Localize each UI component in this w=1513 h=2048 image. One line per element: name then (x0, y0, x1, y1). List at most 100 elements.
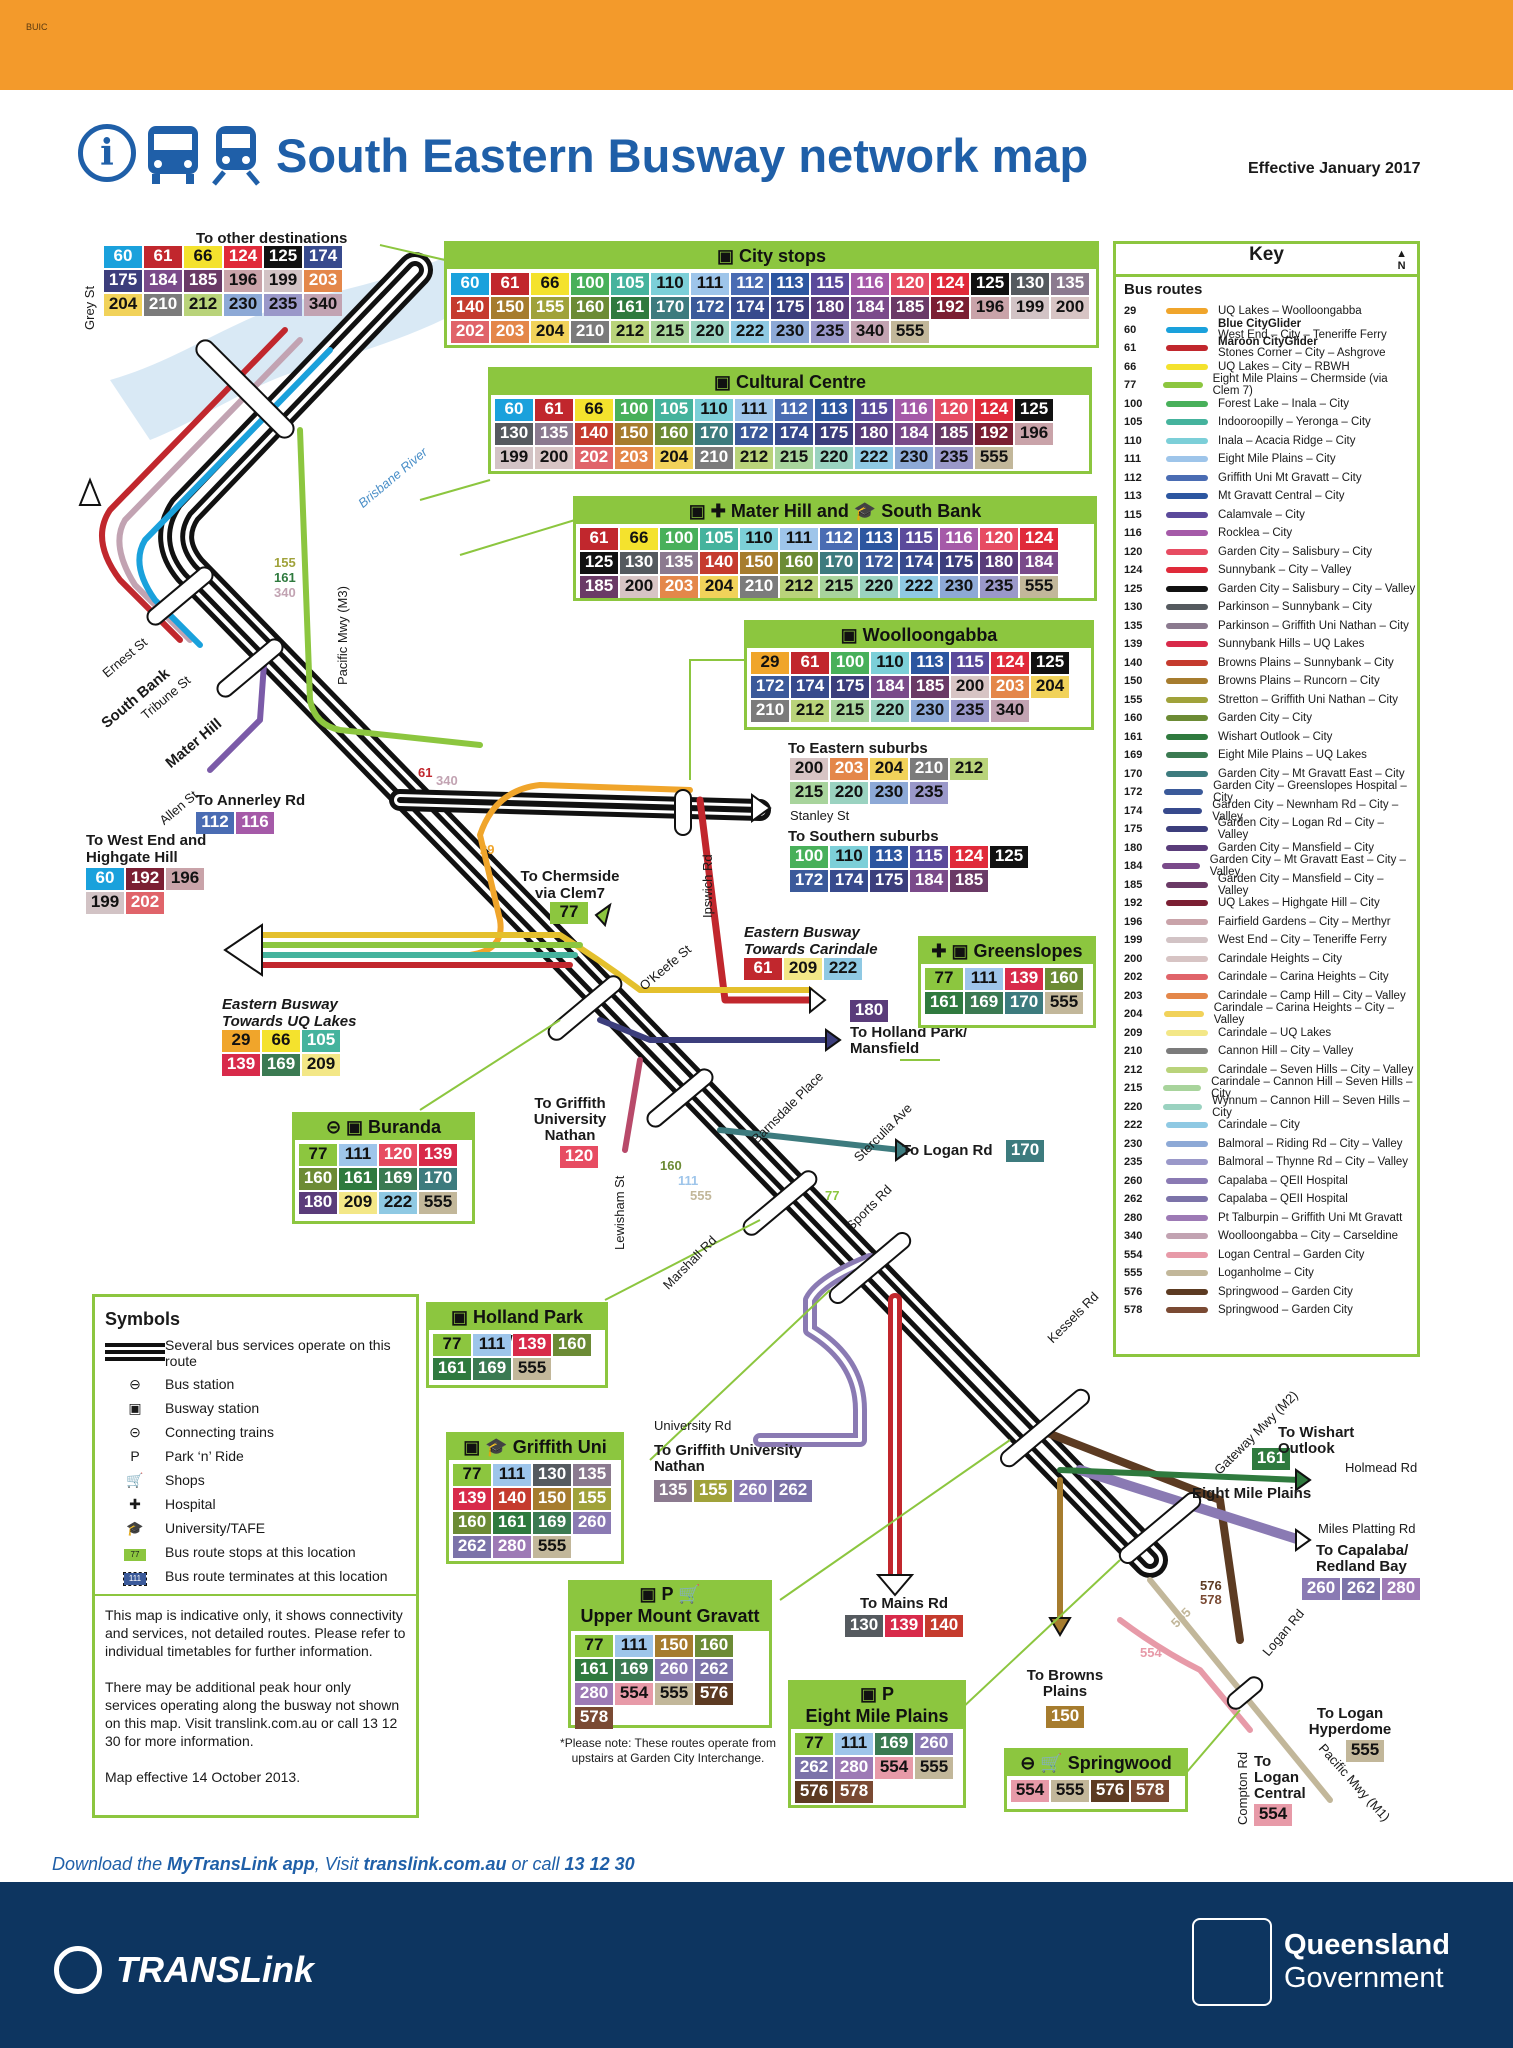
route-tag-200: 200 (535, 447, 573, 469)
route-tag-202: 202 (126, 892, 164, 914)
route-tag-172: 172 (691, 297, 729, 319)
key-route-desc: Carindale – Carina Heights – City – Vall… (1213, 1002, 1395, 1027)
route-tag-160: 160 (553, 1334, 591, 1356)
route-tag-169: 169 (965, 992, 1003, 1014)
route-tag-112: 112 (196, 812, 234, 834)
route-tag-260: 260 (655, 1659, 693, 1681)
route-tag-180: 180 (850, 1000, 888, 1022)
route-tag-161: 161 (1252, 1448, 1290, 1470)
route-tag-160: 160 (655, 423, 693, 445)
route-tag-115: 115 (811, 273, 849, 295)
stop-cultural-name: Cultural Centre (735, 372, 867, 392)
key-route-number: 220 (1124, 1100, 1143, 1113)
route-tag-230: 230 (911, 700, 949, 722)
app-link[interactable]: MyTransLink app (167, 1854, 315, 1874)
key-route-desc: Garden City – Logan Rd – City – Valley (1217, 817, 1384, 842)
key-route-number: 113 (1124, 490, 1142, 503)
key-route-swatch (1166, 548, 1208, 555)
park-n-ride-icon: P (130, 1448, 140, 1464)
key-route-desc: Garden City – Salisbury – City (1218, 545, 1373, 558)
key-route-number: 576 (1124, 1285, 1143, 1298)
route-tag-130: 130 (495, 423, 533, 445)
route-tag-125: 125 (580, 552, 618, 574)
route-tag-235: 235 (264, 294, 302, 316)
route-tag-77: 77 (433, 1334, 471, 1356)
station-bar-cultural (195, 339, 295, 439)
route-tag-125: 125 (1031, 652, 1069, 674)
route-line-pink (116, 337, 303, 643)
key-route-swatch (1166, 1251, 1208, 1258)
symbol-label: Several bus services operate on this rou… (165, 1337, 391, 1369)
key-route-number: 192 (1124, 897, 1143, 910)
route-line-554 (1117, 1617, 1253, 1733)
key-route-number: 150 (1124, 675, 1143, 688)
route-tag-140: 140 (493, 1488, 531, 1510)
stop-buranda-name: Buranda (368, 1117, 442, 1137)
key-route-desc: Pt Talburpin – Griffith Uni Mt Gravatt (1218, 1211, 1403, 1224)
dest-wishart-routes: 161 (1252, 1448, 1302, 1470)
route-tag-215: 215 (820, 576, 858, 598)
route-tag-230: 230 (870, 782, 908, 804)
key-route-swatch (1166, 1233, 1208, 1240)
arrow-west-end (78, 477, 102, 506)
route-line-brown-576 (1036, 1426, 1244, 1644)
stop-city-name: City stops (739, 246, 827, 266)
route-tag-174: 174 (775, 423, 813, 445)
eastern-busway-lines (257, 932, 813, 993)
route-tag-155: 155 (573, 1488, 611, 1510)
route-tag-555: 555 (915, 1757, 953, 1779)
route-tag-113: 113 (911, 652, 949, 674)
route-tag-115: 115 (900, 528, 938, 550)
route-tag-160: 160 (1045, 968, 1083, 990)
key-route-number: 196 (1124, 915, 1143, 928)
route-tag-235: 235 (935, 447, 973, 469)
route-tag-185: 185 (580, 576, 618, 598)
note-indicative: This map is indicative only, it shows co… (105, 1607, 406, 1659)
route-tag-115: 115 (951, 652, 989, 674)
route-tag-202: 202 (575, 447, 613, 469)
route-tag-150: 150 (1046, 1706, 1084, 1728)
route-tag-203: 203 (615, 447, 653, 469)
route-tag-105: 105 (302, 1030, 340, 1052)
route-tag-161: 161 (575, 1659, 613, 1681)
symbol-row: ✚Hospital (95, 1492, 416, 1516)
dest-chermside-label: To Chermside via Clem7 (520, 868, 620, 902)
station-bar-holland-park (742, 1170, 818, 1236)
phone-link[interactable]: 13 12 30 (564, 1854, 635, 1874)
route-tag-175: 175 (815, 423, 853, 445)
dest-logan-central-label: To Logan Central (1254, 1753, 1306, 1802)
shops-icon: 🛒 (126, 1471, 144, 1488)
route-tag-175: 175 (831, 676, 869, 698)
key-route-number: 111 (1124, 453, 1142, 466)
route-tag-555: 555 (513, 1358, 551, 1380)
key-route-number: 280 (1124, 1211, 1143, 1224)
label-stanley-st: Stanley St (790, 808, 850, 823)
dest-logan-central-routes: 554 (1254, 1804, 1304, 1826)
key-route-number: 29 (1124, 305, 1137, 318)
route-tag-113: 113 (870, 846, 908, 868)
page-title: South Eastern Busway network map (276, 128, 1089, 182)
key-route-number: 174 (1124, 804, 1143, 817)
route-tag-61: 61 (491, 273, 529, 295)
site-link[interactable]: translink.com.au (363, 1854, 507, 1874)
key-route-number: 61 (1124, 342, 1137, 355)
key-route-swatch (1166, 844, 1208, 851)
